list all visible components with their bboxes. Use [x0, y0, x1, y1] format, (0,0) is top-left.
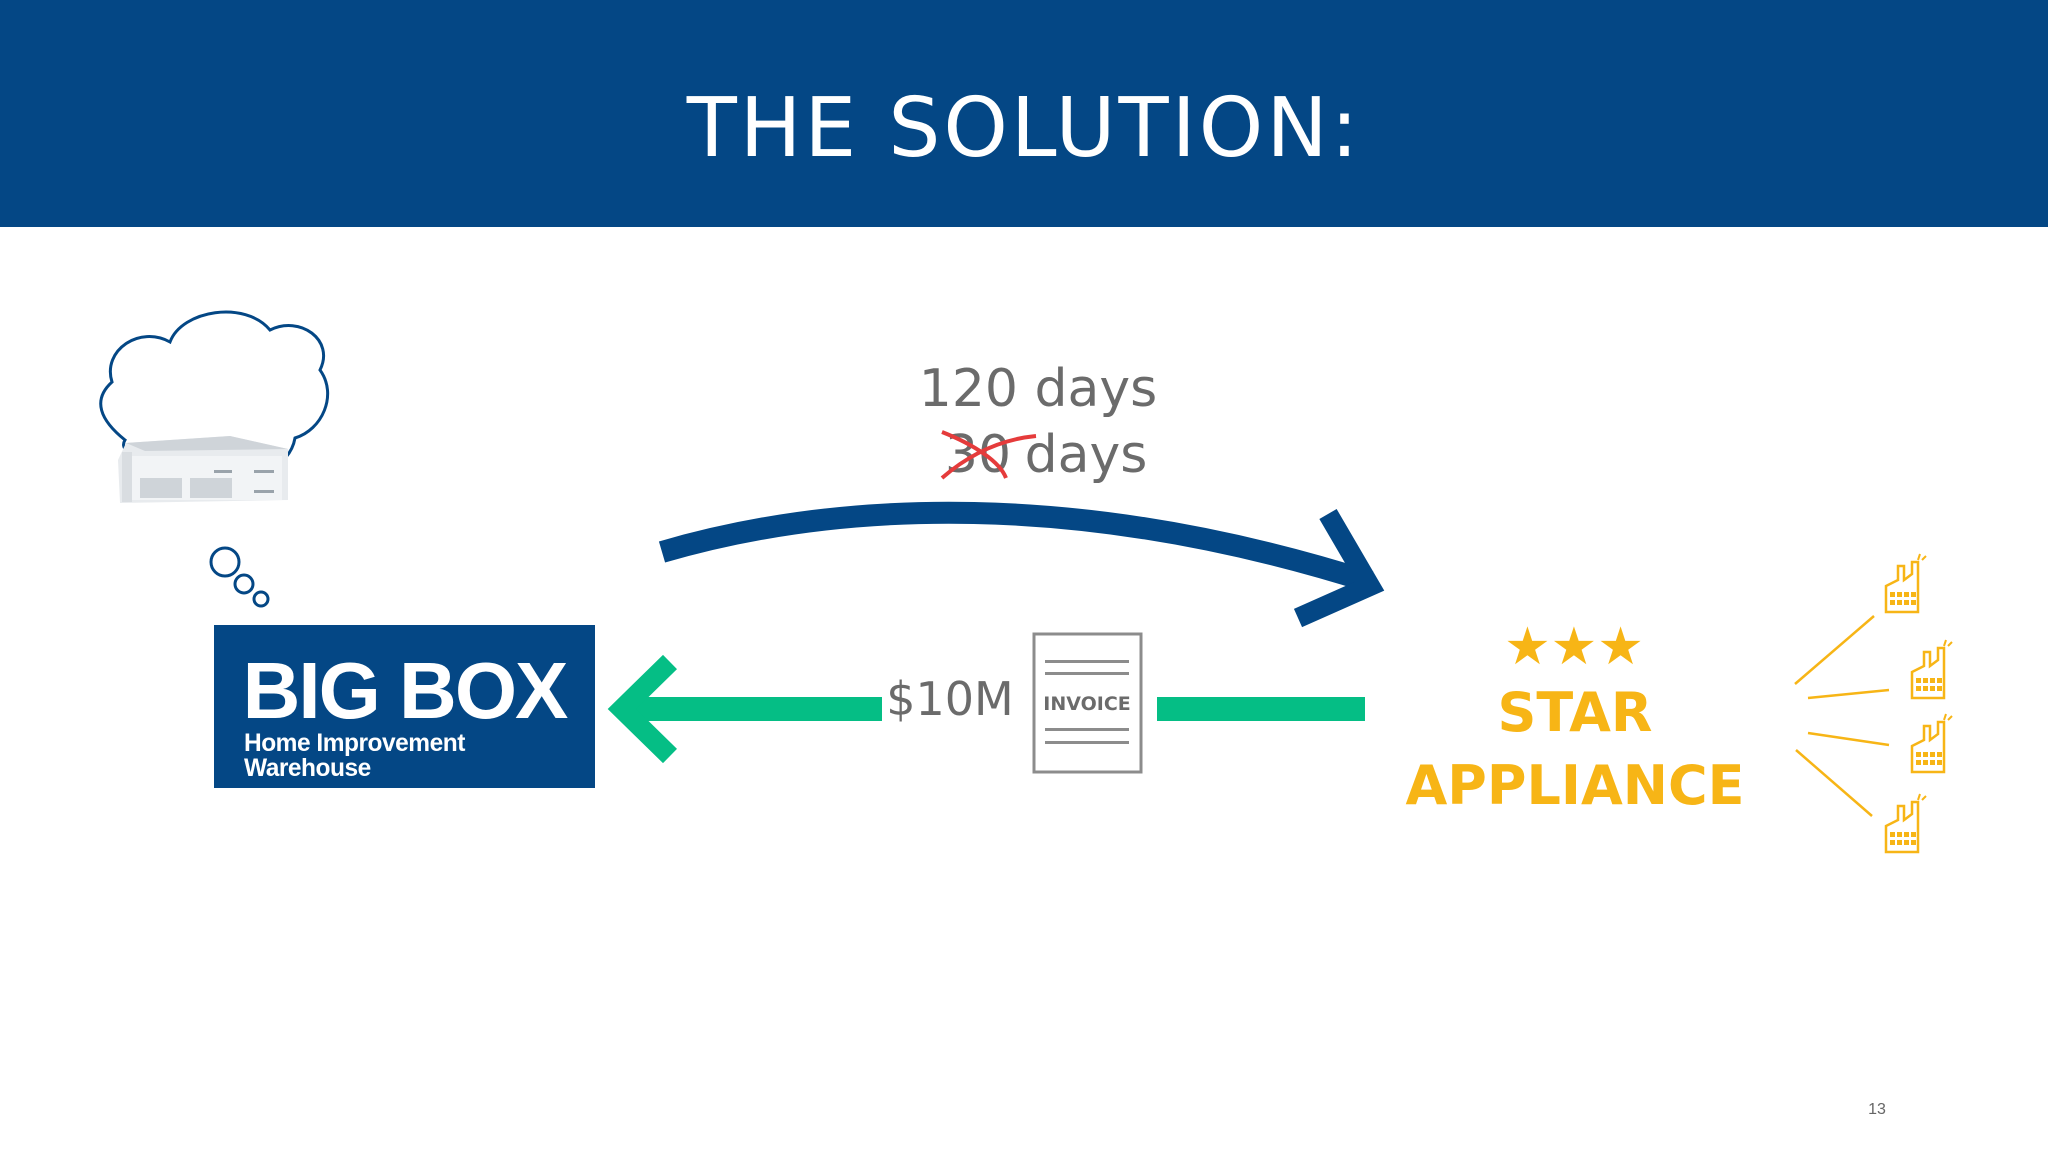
new-terms-label: 120 days [919, 359, 1158, 419]
invoice-label: INVOICE [1043, 693, 1131, 715]
buyer-tagline: Home Improvement Warehouse [244, 729, 465, 782]
strikethrough-x-icon [940, 430, 1037, 480]
supplier-rays [1794, 615, 1890, 817]
thought-bubble-warehouse-icon [99, 310, 330, 608]
factory-icon [1884, 793, 1927, 854]
supplier-name: STAR APPLIANCE [1405, 681, 1745, 817]
slide-title: THE SOLUTION: [686, 81, 1362, 176]
payment-amount: $10M [886, 672, 1014, 726]
factory-icon [1910, 713, 1953, 774]
arrow-left-icon [607, 654, 1365, 764]
invoice-document-icon: INVOICE [1032, 632, 1143, 774]
buyer-name: BIG BOX [242, 646, 569, 735]
page-number: 13 [1868, 1101, 1886, 1118]
title-banner: THE SOLUTION: [0, 0, 2048, 227]
supplier-stars: ★★★ [1504, 617, 1644, 677]
old-terms-unit: days [1025, 425, 1148, 485]
factory-icon [1884, 553, 1927, 614]
factory-icon [1910, 639, 1953, 700]
curved-arrow-right-icon [658, 501, 1385, 628]
big-box-logo: BIG BOX Home Improvement Warehouse [214, 625, 595, 788]
